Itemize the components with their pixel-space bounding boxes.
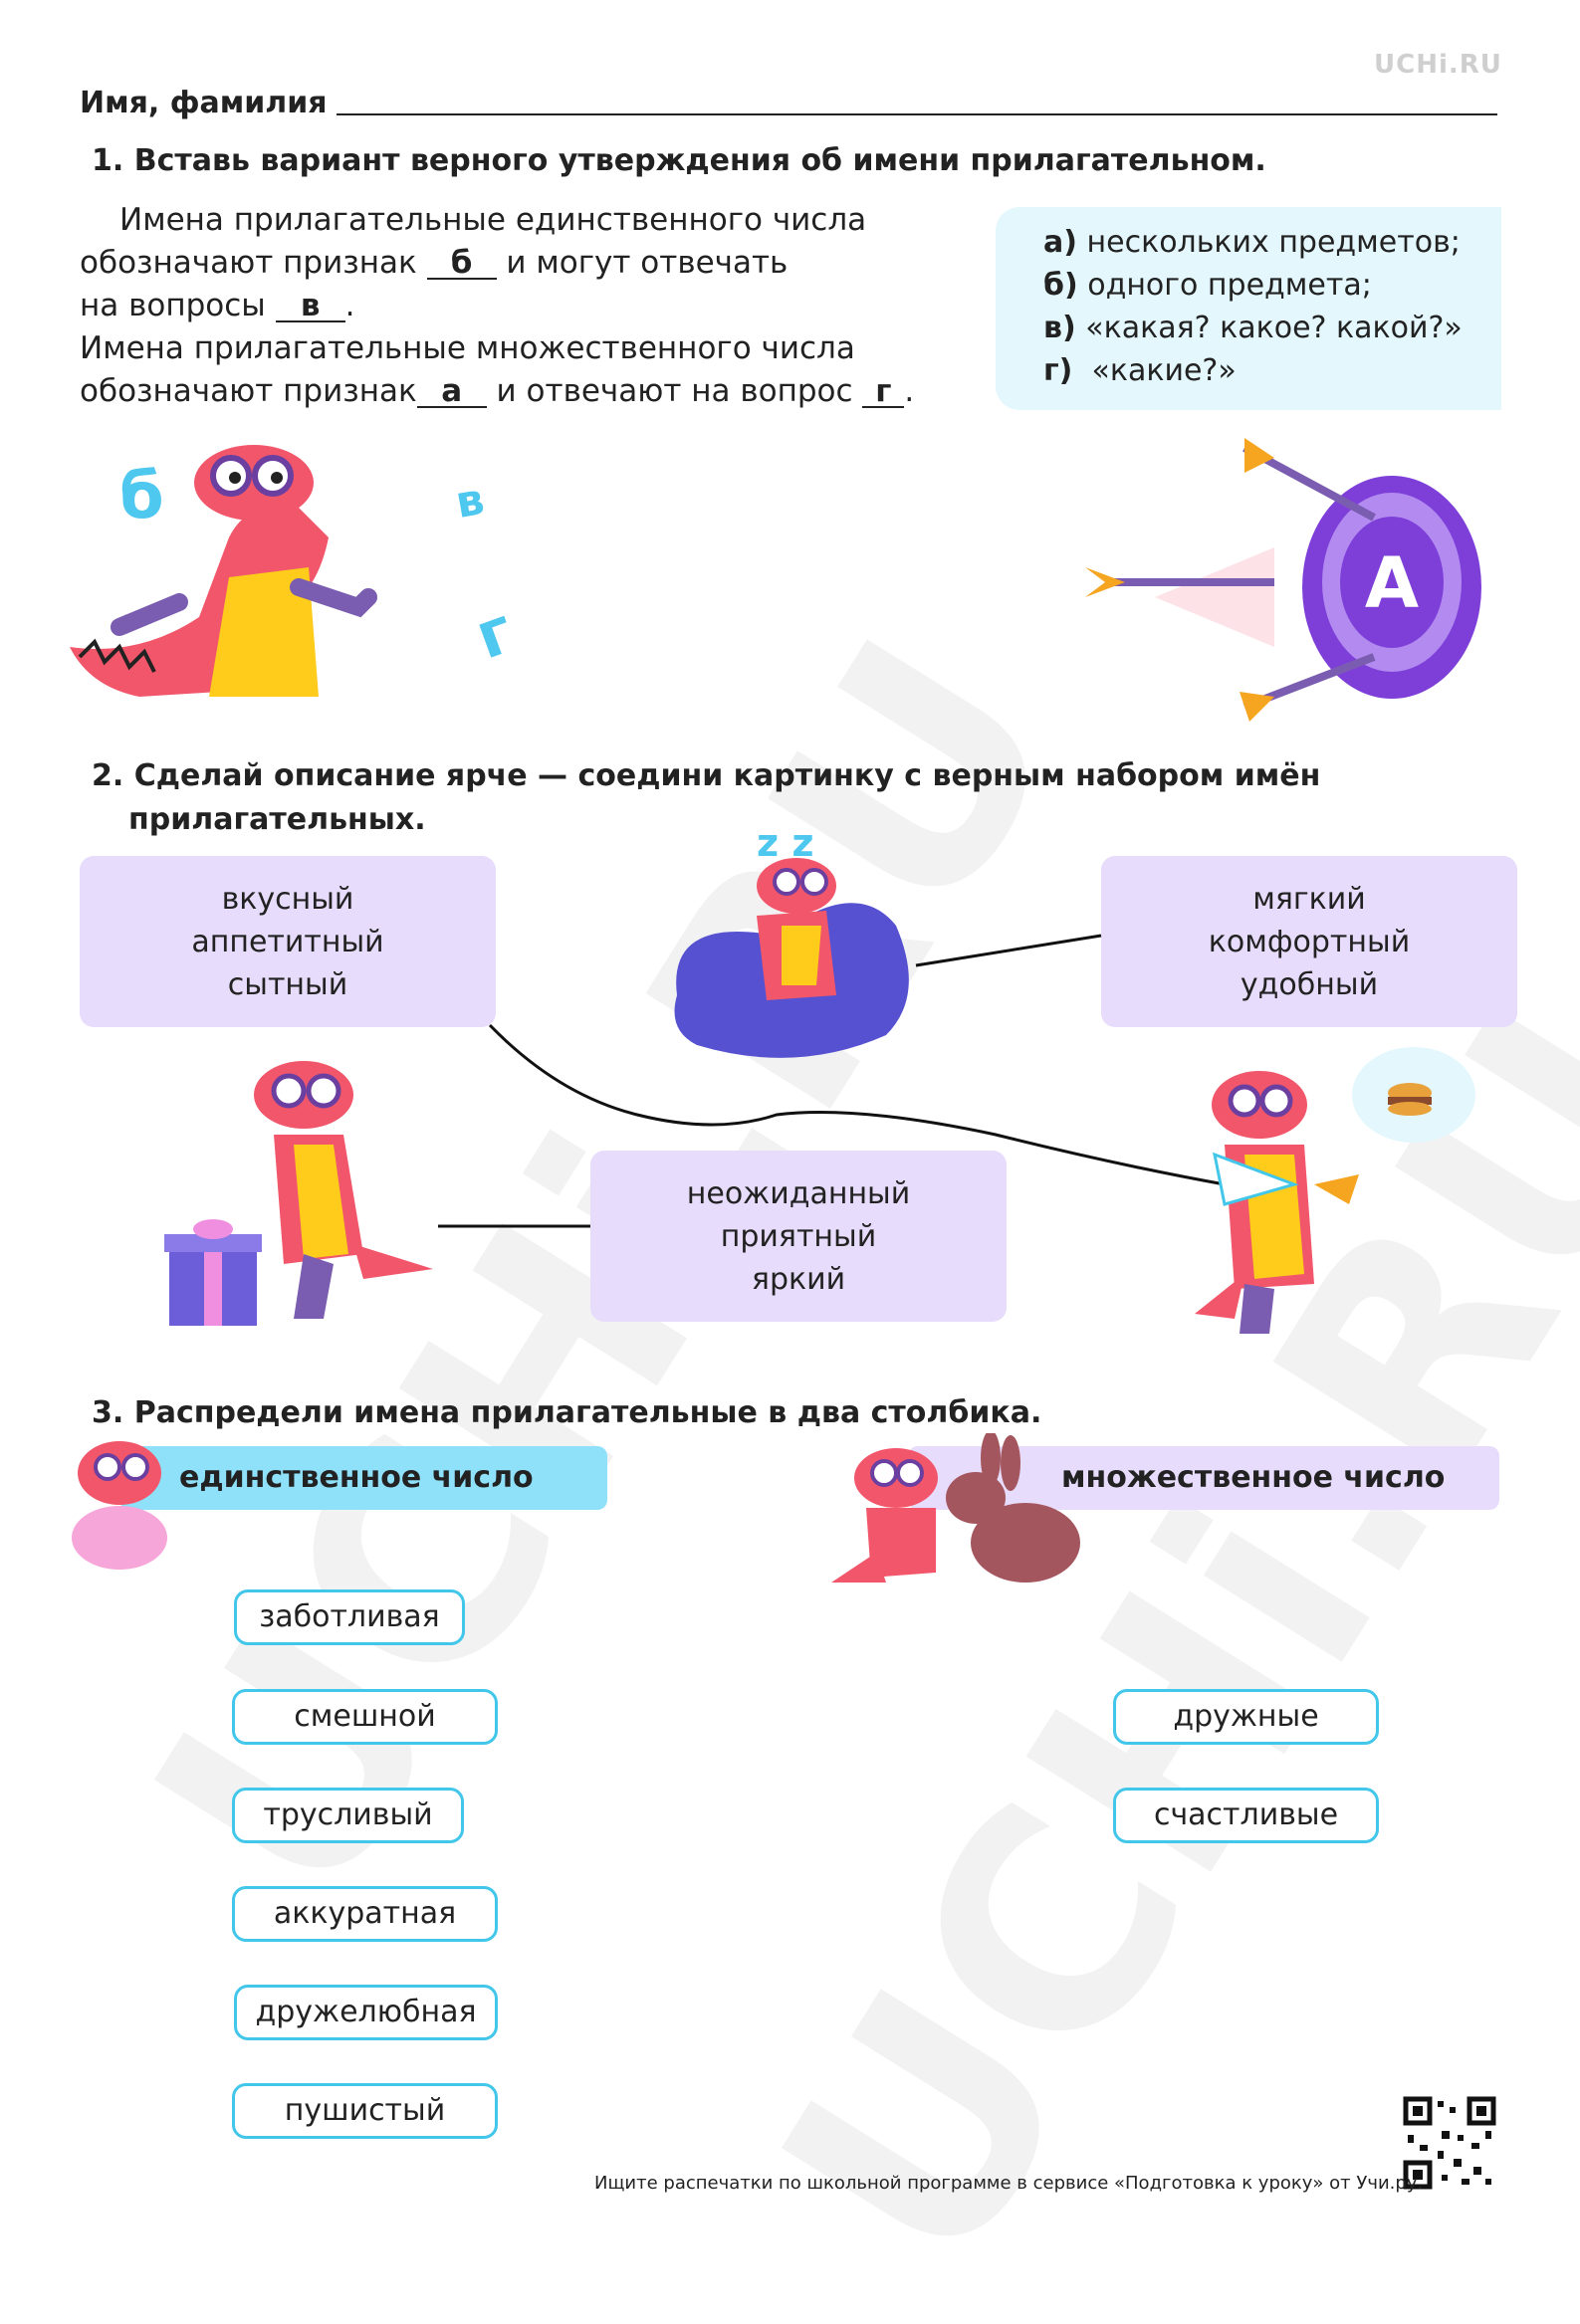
name-label: Имя, фамилия bbox=[80, 86, 328, 120]
task-title-text: Вставь вариант верного утверждения об им… bbox=[133, 143, 1266, 178]
adjective: неожиданный bbox=[686, 1176, 911, 1211]
text-segment: и могут отвечать bbox=[506, 245, 789, 281]
task1-line4: Имена прилагательные множественного числ… bbox=[80, 330, 855, 366]
match-line bbox=[488, 1023, 1226, 1186]
task1-text: Имена прилагательные единственного числа… bbox=[80, 199, 996, 413]
baby-dino-illustration bbox=[72, 1441, 167, 1570]
task1-line1: Имена прилагательные единственного числа bbox=[119, 202, 867, 238]
brand-logo: UCHi.RU bbox=[1374, 50, 1502, 80]
word-chip[interactable]: трусливый bbox=[232, 1788, 464, 1843]
letter-b: б bbox=[119, 460, 164, 533]
gift-dino-illustration bbox=[164, 1061, 433, 1326]
option-b: б) одного предмета; bbox=[1043, 264, 1463, 307]
name-line bbox=[337, 113, 1497, 115]
answer-blank-3[interactable]: а bbox=[416, 376, 487, 408]
task-title-text: Распредели имена прилагательные в два ст… bbox=[133, 1395, 1042, 1430]
task3-title: 3. Распредели имена прилагательные в два… bbox=[92, 1391, 1041, 1435]
option-key: г) bbox=[1043, 353, 1073, 388]
dino-belly bbox=[209, 567, 319, 697]
task-number: 3. bbox=[92, 1395, 124, 1430]
adjective: вкусный bbox=[221, 882, 354, 917]
adjective: мягкий bbox=[1252, 882, 1366, 917]
word-chip[interactable]: дружные bbox=[1113, 1689, 1379, 1745]
word-chip[interactable]: аккуратная bbox=[232, 1886, 498, 1942]
word-chip[interactable]: дружелюбная bbox=[234, 1985, 498, 2040]
adjective-box-surprise[interactable]: неожиданный приятный яркий bbox=[590, 1151, 1007, 1322]
task-number: 2. bbox=[92, 758, 124, 793]
match-line bbox=[915, 934, 1102, 967]
pizza-dino-illustration bbox=[1195, 1047, 1475, 1334]
option-text: нескольких предметов; bbox=[1086, 225, 1461, 260]
option-g: г) «какие?» bbox=[1043, 349, 1463, 392]
adjective: яркий bbox=[751, 1262, 846, 1297]
motion-trail bbox=[1155, 547, 1274, 647]
blanket bbox=[72, 1506, 167, 1570]
task1-line2: обозначают признак б и могут отвечать bbox=[80, 242, 996, 285]
answer-blank-2[interactable]: в bbox=[275, 291, 345, 322]
rabbit-icon bbox=[971, 1503, 1080, 1583]
option-text: «какая? какое? какой?» bbox=[1085, 311, 1463, 345]
sleep-icon: z z bbox=[757, 821, 813, 865]
dino-rabbit-illustration bbox=[831, 1433, 1080, 1583]
option-text: «какие?» bbox=[1091, 353, 1237, 388]
word-chip[interactable]: пушистый bbox=[232, 2083, 498, 2139]
task-number: 1. bbox=[92, 143, 124, 178]
task-title-text: Сделай описание ярче — соедини картинку … bbox=[133, 758, 1321, 793]
dart-feather bbox=[1085, 567, 1125, 597]
option-text: одного предмета; bbox=[1087, 268, 1372, 303]
adjective: аппетитный bbox=[191, 925, 384, 959]
task1-title: 1. Вставь вариант верного утверждения об… bbox=[92, 139, 1266, 183]
singular-header-bg bbox=[121, 1446, 607, 1510]
word-chip[interactable]: заботливая bbox=[234, 1589, 465, 1645]
word-chip[interactable]: смешной bbox=[232, 1689, 498, 1745]
text-segment: на вопросы bbox=[80, 288, 266, 323]
word-chip[interactable]: счастливые bbox=[1113, 1788, 1379, 1843]
adjective: сытный bbox=[227, 967, 348, 1002]
answer-blank-4[interactable]: г bbox=[862, 376, 905, 408]
task-title-text: прилагательных. bbox=[128, 802, 426, 837]
footer-text: Ищите распечатки по школьной программе в… bbox=[594, 2173, 1424, 2194]
dino-arm bbox=[111, 593, 188, 636]
adjective-box-comfort[interactable]: мягкий комфортный удобный bbox=[1101, 856, 1517, 1027]
adjective-box-food[interactable]: вкусный аппетитный сытный bbox=[80, 856, 496, 1027]
connection-lines bbox=[438, 934, 1226, 1228]
task2-title: 2. Сделай описание ярче — соедини картин… bbox=[92, 754, 1320, 842]
option-a: а) нескольких предметов; bbox=[1043, 221, 1463, 264]
text-segment: . bbox=[344, 288, 355, 323]
sleeping-dino-illustration: z z bbox=[674, 821, 909, 1058]
plural-header: множественное число bbox=[1061, 1460, 1446, 1495]
adjective: удобный bbox=[1240, 967, 1379, 1002]
option-key: а) bbox=[1043, 225, 1077, 260]
target-letter: А bbox=[1365, 542, 1419, 624]
text-segment: обозначают признак bbox=[80, 245, 417, 281]
qr-code-icon[interactable] bbox=[1402, 2095, 1497, 2191]
answer-blank-1[interactable]: б bbox=[426, 248, 497, 280]
option-key: б) bbox=[1043, 268, 1078, 303]
adjective: комфортный bbox=[1208, 925, 1411, 959]
text-segment: . bbox=[904, 373, 915, 409]
adjective: приятный bbox=[720, 1219, 877, 1254]
pizza-icon bbox=[1314, 1174, 1359, 1204]
dino-arm bbox=[290, 578, 377, 618]
option-key: в) bbox=[1043, 311, 1076, 345]
text-segment: и отвечают на вопрос bbox=[496, 373, 853, 409]
dino-spikes bbox=[78, 638, 156, 673]
options-box bbox=[996, 207, 1501, 410]
task1-line3: на вопросы в. bbox=[80, 285, 996, 327]
option-v: в) «какая? какое? какой?» bbox=[1043, 307, 1463, 349]
text-segment: обозначают признак bbox=[80, 373, 417, 409]
singular-header: единственное число bbox=[179, 1460, 534, 1495]
dino-letters-illustration: б bbox=[70, 445, 377, 697]
target-illustration: А bbox=[1085, 438, 1481, 722]
options-list: а) нескольких предметов; б) одного предм… bbox=[1043, 221, 1463, 392]
